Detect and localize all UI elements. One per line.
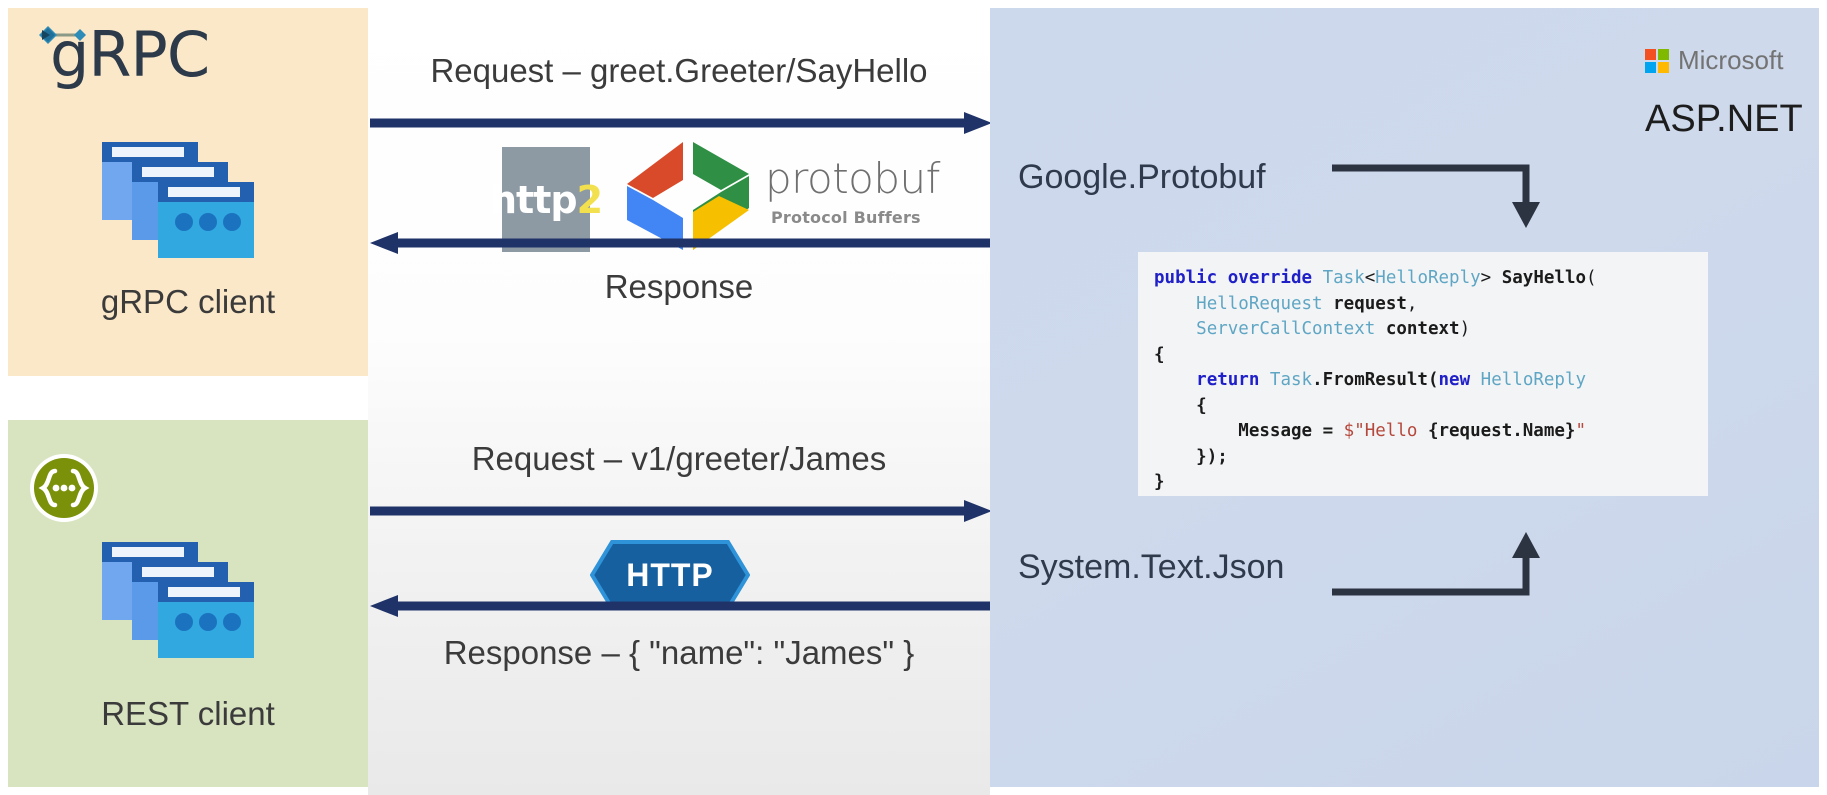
transport-column [368,0,990,795]
grpc-network-icon [39,26,86,44]
http2-digit: 2 [576,177,603,222]
system-text-json-label: System.Text.Json [1018,548,1285,586]
rest-response-label: Response – { "name": "James" } [443,634,915,671]
grpc-logo-text: gRPC [50,18,210,91]
rest-request-arrow [370,500,992,522]
stacked-windows-icon [100,540,260,660]
http2-prefix: http [489,177,578,222]
protobuf-name: protobuf [765,154,940,203]
google-protobuf-label: Google.Protobuf [1018,158,1266,196]
rest-request-label: Request – v1/greeter/James [471,440,887,477]
grpc-client-caption: gRPC client [100,283,276,320]
grpc-response-label: Response [604,268,754,305]
api-braces-icon [28,452,100,524]
protobuf-logo: protobuf Protocol Buffers [625,140,940,250]
microsoft-name: Microsoft [1678,45,1784,75]
aspnet-wordmark: ASP.NET [1645,98,1803,140]
protobuf-subtitle: Protocol Buffers [771,208,921,227]
microsoft-logo-icon [1645,48,1669,73]
protobuf-mark-icon [627,142,749,250]
stacked-windows-icon [100,140,260,260]
grpc-request-label: Request – greet.Greeter/SayHello [430,52,928,89]
http2-badge: http2 [490,147,603,252]
sayhello-code-block: public override Task<HelloReply> SayHell… [1138,252,1708,496]
grpc-logo: gRPC [20,22,220,108]
http-badge-label: HTTP [626,556,714,593]
json-elbow-arrow-up [1330,530,1550,600]
rest-client-caption: REST client [101,695,275,732]
rest-response-arrow [370,595,992,617]
microsoft-brand: Microsoft [1645,45,1783,76]
grpc-request-arrow [370,112,992,134]
protobuf-elbow-arrow-down [1330,160,1550,230]
grpc-response-arrow [370,232,992,254]
